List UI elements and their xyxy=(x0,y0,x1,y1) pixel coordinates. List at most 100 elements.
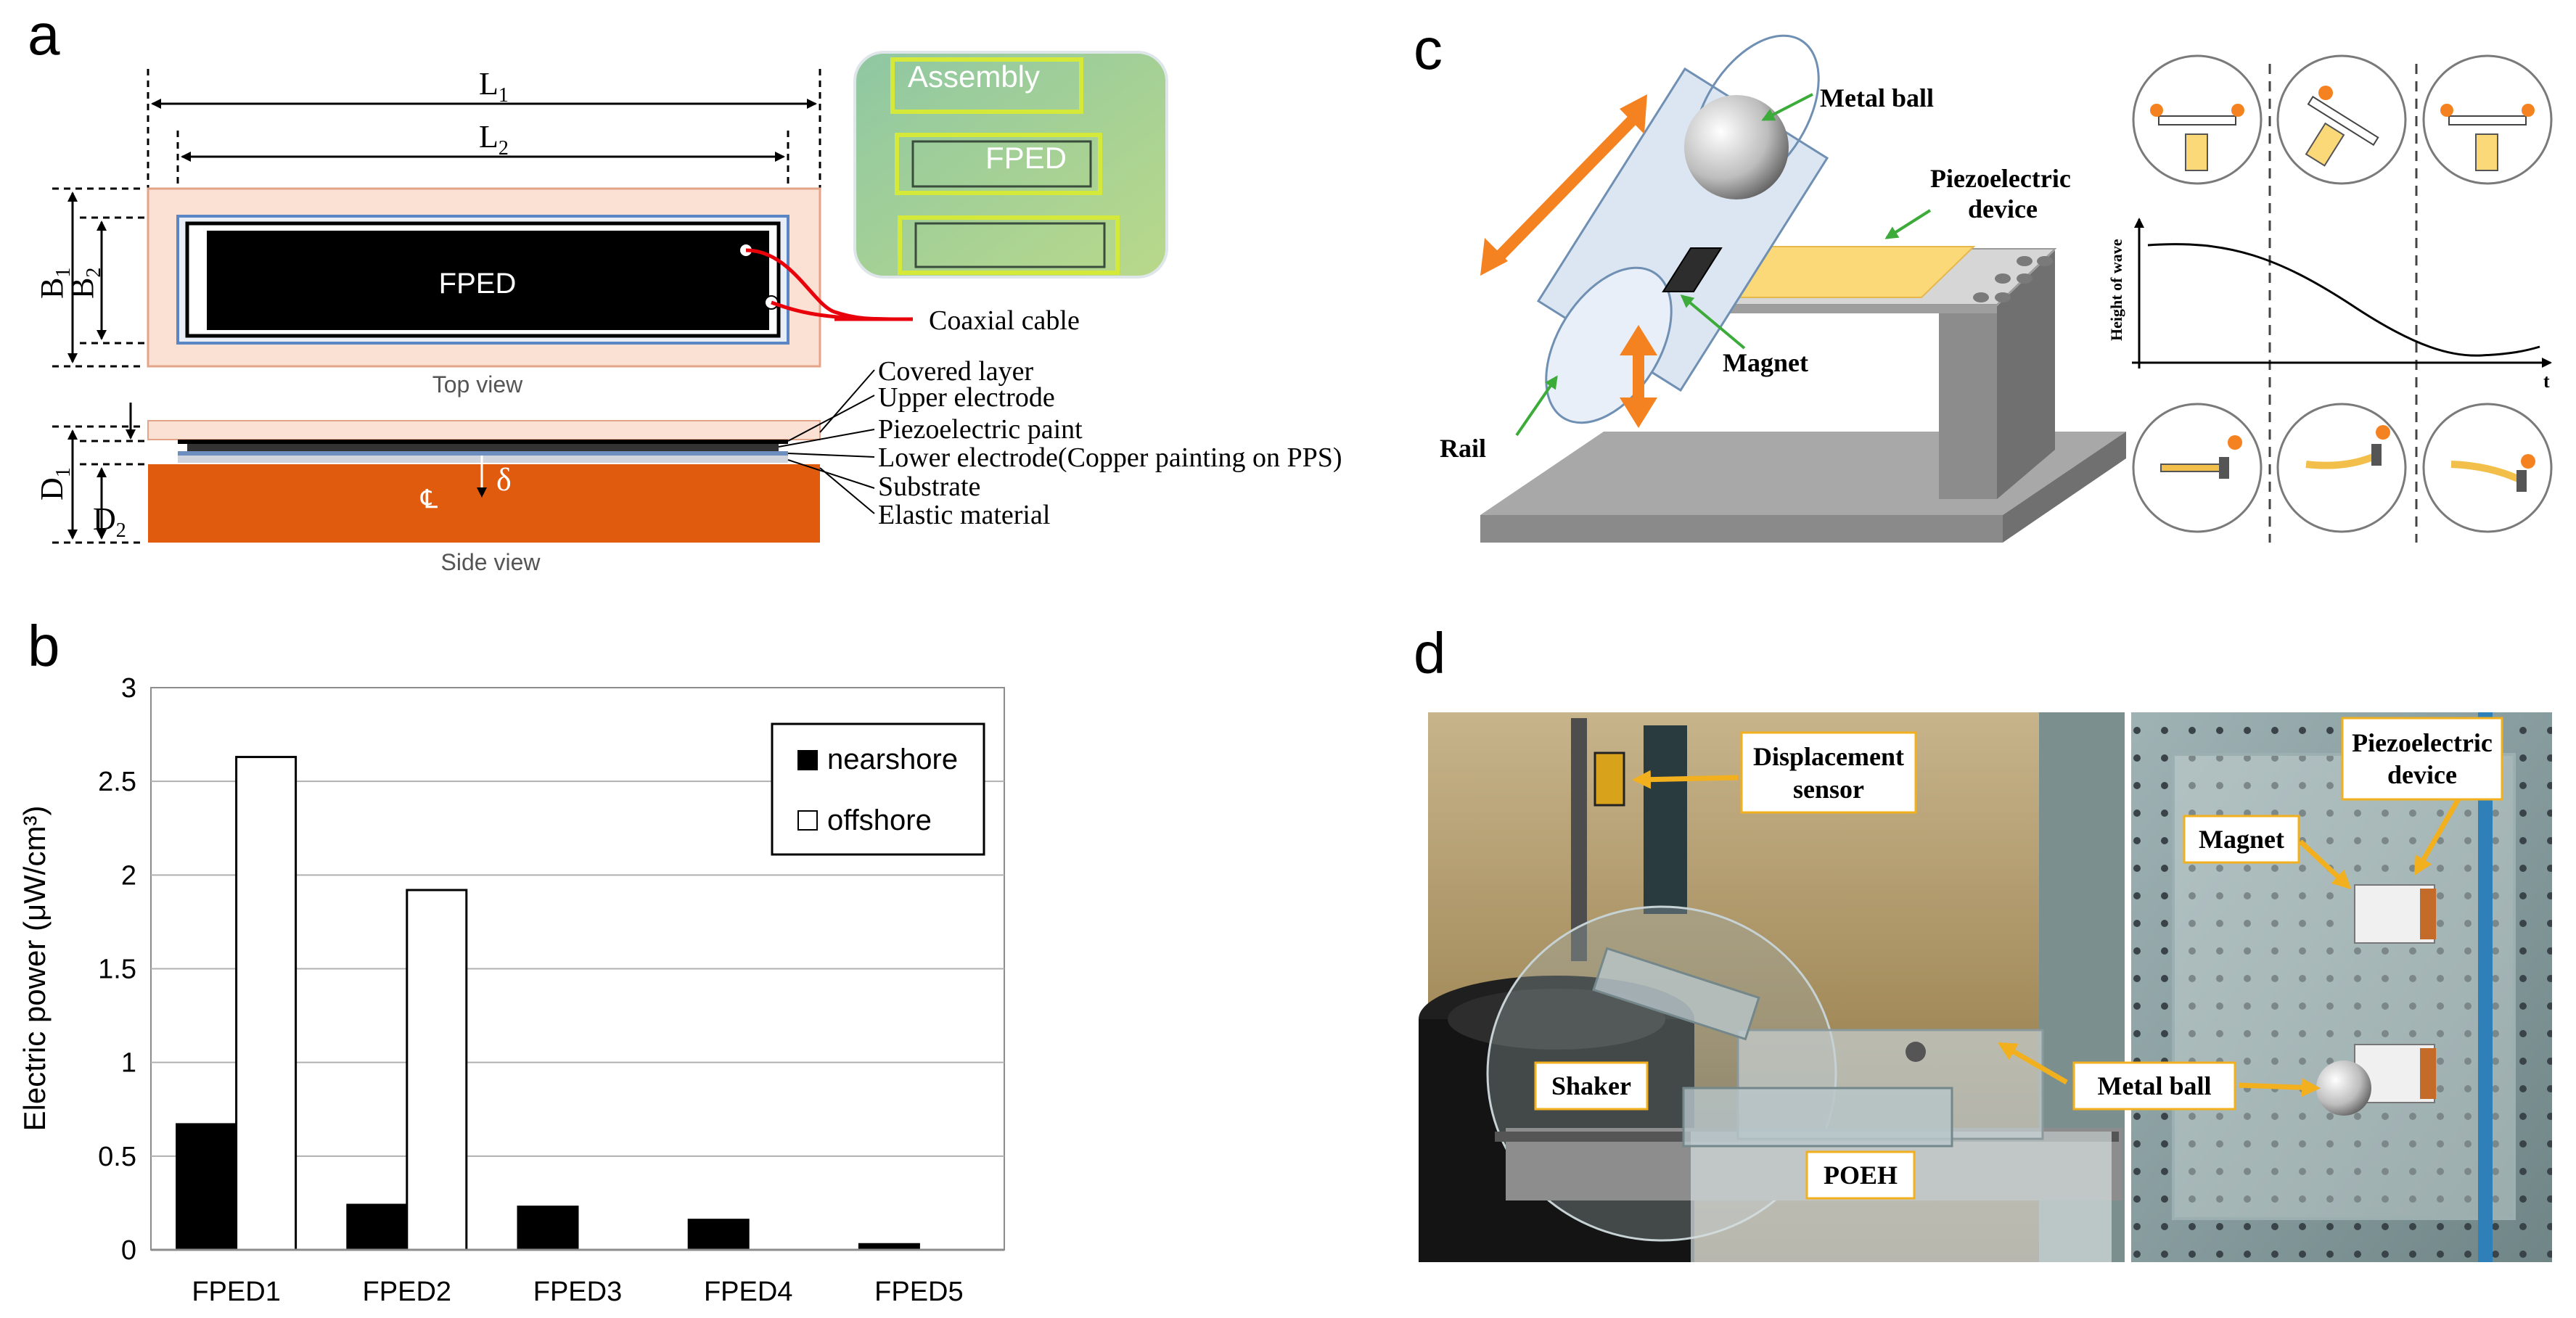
chart-x-ticks: FPED1 FPED2 FPED3 FPED4 FPED5 xyxy=(192,1277,963,1307)
arrow-head-diag-1 xyxy=(1620,94,1647,134)
chart-bars xyxy=(176,756,920,1251)
chart-y-tick-label: 1.5 xyxy=(98,955,136,985)
top-view-caption: Top view xyxy=(432,371,523,398)
chart-bar-offshore-FPED2 xyxy=(406,889,468,1251)
c-label-piezo-2: device xyxy=(1968,194,2038,223)
dimension-arrows xyxy=(67,99,817,540)
chart-legend: nearshore offshore xyxy=(771,722,985,856)
layer-label-4: Lower electrode(Copper painting on PPS) xyxy=(878,442,1342,473)
phase-circle-contents xyxy=(2150,86,2535,492)
side-elastic-material xyxy=(148,464,820,543)
phase-dividers xyxy=(2268,64,2418,543)
chart-bar-nearshore-FPED2 xyxy=(346,1203,409,1251)
chart-x-tick-label: FPED1 xyxy=(192,1277,280,1307)
chart-bar-offshore-FPED1 xyxy=(235,756,298,1251)
c-label-rail: Rail xyxy=(1440,434,1486,463)
metal-ball xyxy=(1684,95,1789,199)
c-label-piezo-1: Piezoelectric xyxy=(1930,164,2071,193)
label-b1: B1 xyxy=(34,268,75,299)
column-front xyxy=(1939,306,1997,499)
chart-x-tick-label: FPED2 xyxy=(363,1277,451,1307)
legend-swatch-offshore xyxy=(797,810,818,831)
chart-y-tick-label: 2 xyxy=(121,860,136,891)
d-label-magnet: Magnet xyxy=(2199,825,2284,854)
chart-y-ticks: 0 0.5 1 1.5 2 2.5 3 xyxy=(98,673,136,1266)
coaxial-cable-label: Coaxial cable xyxy=(929,305,1080,336)
d-label-poeh: POEH xyxy=(1824,1161,1898,1190)
side-view-caption: Side view xyxy=(441,549,541,575)
plate-holes xyxy=(1973,256,2053,302)
d-label-piezo-2: device xyxy=(2387,760,2457,789)
wave-x-label: t xyxy=(2543,371,2550,392)
wave-curve xyxy=(2147,243,2540,357)
label-b2: B2 xyxy=(65,268,105,299)
phase-circles xyxy=(2132,54,2553,533)
label-l1: L1 xyxy=(479,66,509,107)
chart-bar-nearshore-FPED4 xyxy=(687,1219,750,1251)
legend-label-nearshore: nearshore xyxy=(827,744,958,775)
label-d1: D1 xyxy=(34,467,75,501)
fped-element xyxy=(207,231,769,330)
layer-label-6: Elastic material xyxy=(878,500,1050,530)
panel-a-letter: a xyxy=(28,2,60,67)
d-label-shaker: Shaker xyxy=(1551,1071,1631,1100)
side-covered-layer xyxy=(147,420,821,440)
chart-y-tick-label: 0.5 xyxy=(98,1142,136,1172)
chart-y-tick-label: 1 xyxy=(121,1048,136,1079)
arrow-head-diag-2 xyxy=(1480,238,1508,276)
layer-label-3: Piezoelectric paint xyxy=(878,414,1083,445)
side-piezo-paint xyxy=(187,444,779,451)
rail-tube xyxy=(1536,34,1829,424)
assembly-photo xyxy=(855,52,1167,277)
chart-y-tick-label: 2.5 xyxy=(98,767,136,797)
c-label-magnet: Magnet xyxy=(1723,348,1808,377)
arrow-head-vert-2 xyxy=(1620,398,1657,428)
panel-a: a xyxy=(28,2,1342,575)
c-label-metal-ball: Metal ball xyxy=(1820,83,1934,112)
panel-b-letter: b xyxy=(28,614,60,678)
photo-frame xyxy=(853,51,1168,279)
layer-leader-lines xyxy=(778,369,875,514)
layer-label-2: Upper electrode xyxy=(878,382,1055,413)
label-l2: L2 xyxy=(479,119,509,160)
chart-x-tick-label: FPED4 xyxy=(704,1277,792,1307)
d-label-metal-ball: Metal ball xyxy=(2098,1071,2212,1100)
legend-swatch-nearshore xyxy=(797,750,818,770)
callout-boxes xyxy=(1534,717,2503,1200)
legend-label-offshore: offshore xyxy=(827,804,932,836)
chart-y-axis-label: Electric power (μW/cm³) xyxy=(17,806,52,1132)
centerline-symbol: ℄ xyxy=(420,485,438,514)
photo-fped-label: FPED xyxy=(985,141,1067,175)
pointer-arrows xyxy=(1515,93,1932,437)
chart-x-tick-label: FPED5 xyxy=(874,1277,963,1307)
panel-c: c xyxy=(1414,17,2553,543)
label-delta: δ xyxy=(496,462,512,498)
chart-y-tick-label: 3 xyxy=(121,673,136,704)
layer-label-5: Substrate xyxy=(878,471,980,502)
side-upper-electrode xyxy=(178,440,788,444)
photo-assembly-label: Assembly xyxy=(908,59,1040,94)
panel-c-letter: c xyxy=(1414,17,1443,81)
label-d2: D2 xyxy=(93,501,126,542)
wave-plot: Height of wave t xyxy=(2107,218,2552,392)
chart-y-tick-label: 0 xyxy=(121,1235,136,1266)
wave-y-label: Height of wave xyxy=(2107,239,2125,341)
chart-x-tick-label: FPED3 xyxy=(533,1277,622,1307)
layer-label-1: Covered layer xyxy=(878,356,1034,387)
photo-pointer-arrows xyxy=(1632,770,2463,1097)
d-label-displacement-2: sensor xyxy=(1793,775,1864,804)
d-label-piezo-1: Piezoelectric xyxy=(2352,728,2493,757)
column-side xyxy=(1997,250,2055,499)
arrow-head-vert-1 xyxy=(1620,325,1657,355)
fped-label: FPED xyxy=(439,268,517,300)
panel-d-letter: d xyxy=(1414,621,1446,685)
d-label-displacement-1: Displacement xyxy=(1753,742,1904,771)
base-side xyxy=(2003,432,2126,543)
side-lower-electrode xyxy=(178,451,788,456)
base-front xyxy=(1480,515,2003,543)
chart-bar-nearshore-FPED1 xyxy=(176,1123,238,1251)
panel-d: d xyxy=(1414,621,2552,1262)
magnet xyxy=(1662,247,1723,292)
